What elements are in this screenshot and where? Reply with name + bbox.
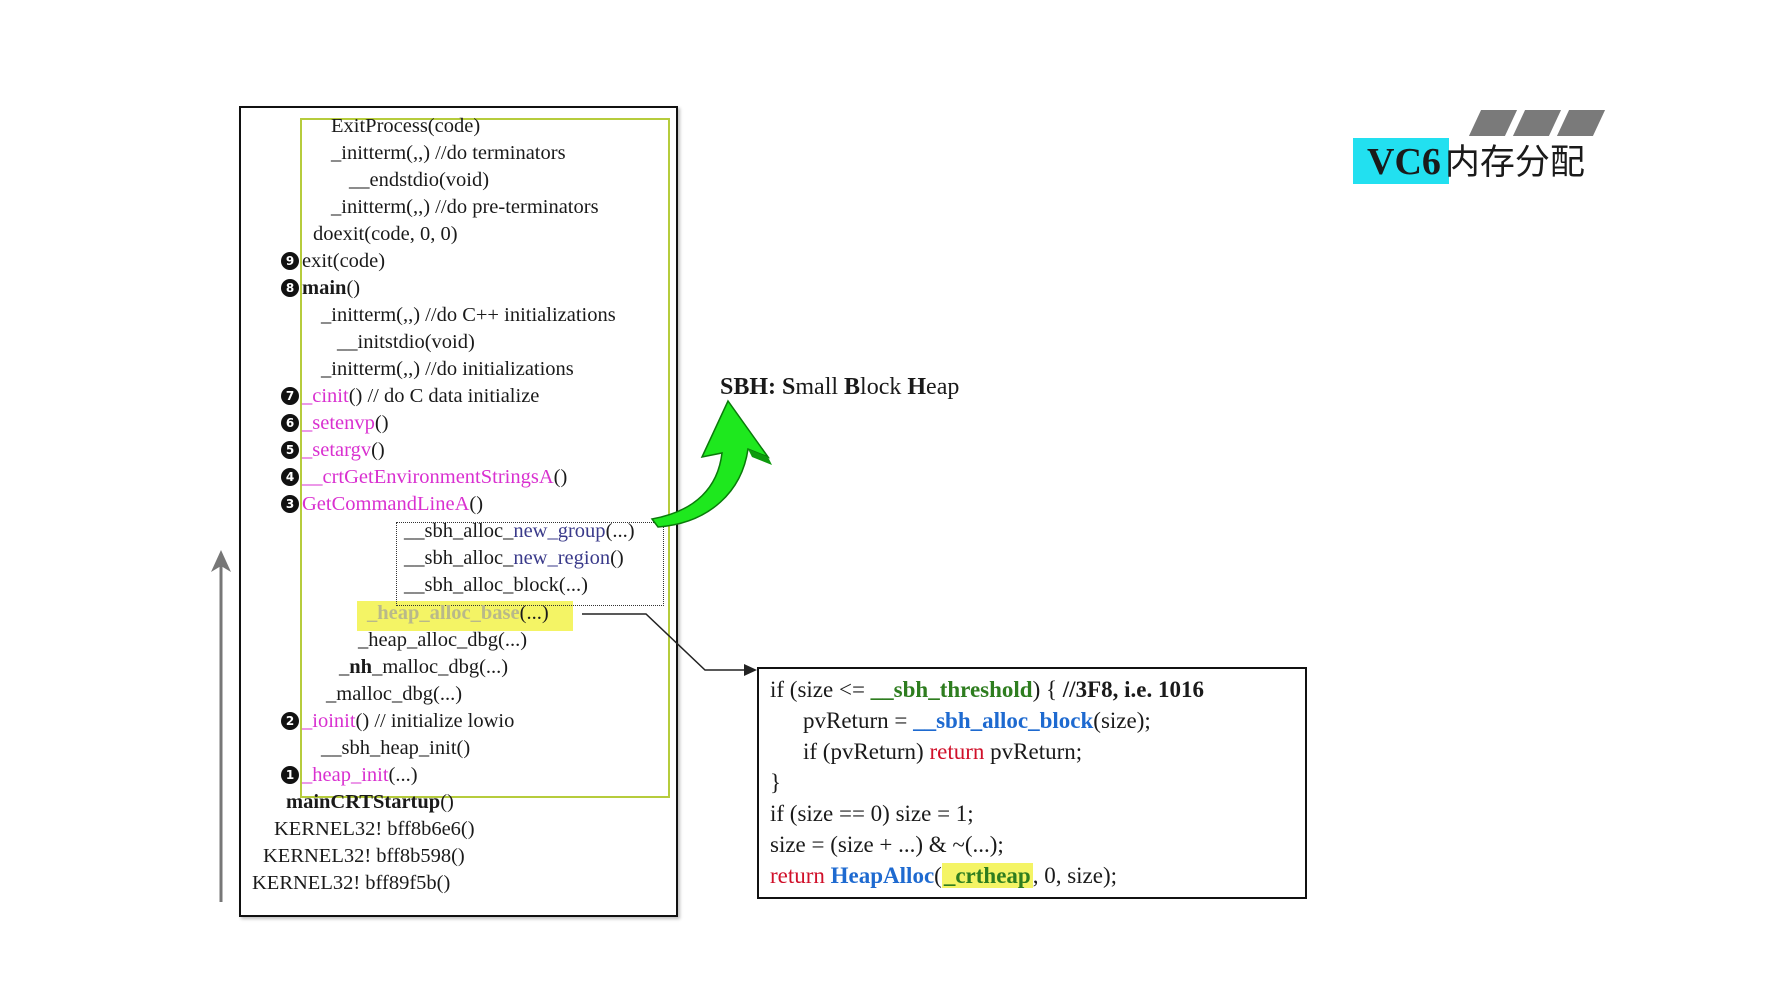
title-prefix: VC6 — [1367, 141, 1441, 183]
step-badge-5: 5 — [281, 441, 299, 459]
title-suffix: 内存分配 — [1444, 143, 1585, 183]
code-line: size = (size + ...) & ~(...); — [770, 832, 1004, 857]
call-stack-frame: exit(code) — [302, 250, 386, 272]
step-badge-2: 2 — [281, 712, 299, 730]
sbh-group-box — [396, 522, 664, 606]
call-stack-frame: _malloc_dbg(...) — [326, 683, 463, 705]
code-line: if (size == 0) size = 1; — [770, 801, 974, 826]
code-line: pvReturn = __sbh_alloc_block(size); — [803, 708, 1151, 733]
step-badge-4: 4 — [281, 468, 299, 486]
heap-alloc-base-highlight — [357, 601, 573, 631]
call-stack-frame: _initterm(,,) //do terminators — [331, 142, 566, 164]
code-line: } — [770, 770, 782, 795]
call-stack-frame: _nh_malloc_dbg(...) — [339, 656, 509, 678]
sbh-label: SBH: Small Block Heap — [720, 374, 960, 400]
call-stack-frame: __crtGetEnvironmentStringsA() — [302, 466, 568, 488]
green-curved-arrow — [650, 399, 772, 528]
call-stack-frame: __endstdio(void) — [349, 169, 490, 191]
code-line: if (pvReturn) return pvReturn; — [803, 739, 1083, 764]
call-stack-frame: KERNEL32! bff8b598() — [263, 845, 465, 867]
heap-alloc-base-code — [757, 667, 1307, 899]
call-stack-frame: _ioinit() // initialize lowio — [302, 710, 515, 732]
step-badge-6: 6 — [281, 414, 299, 432]
call-stack-frame: __initstdio(void) — [337, 331, 475, 353]
call-stack-frame: KERNEL32! bff8b6e6() — [274, 818, 475, 840]
call-stack-frame: GetCommandLineA() — [302, 493, 484, 515]
call-stack-frame: _setargv() — [302, 439, 385, 461]
call-stack-frame: _initterm(,,) //do pre-terminators — [331, 196, 599, 218]
code-line: return HeapAlloc(_crtheap, 0, size); — [770, 863, 1118, 888]
call-stack-frame: ExitProcess(code) — [331, 115, 481, 137]
stack-growth-arrow — [211, 550, 231, 902]
call-stack-frame: _initterm(,,) //do initializations — [321, 358, 574, 380]
step-badge-8: 8 — [281, 279, 299, 297]
call-stack-frame: _heap_alloc_base(...) — [367, 602, 549, 624]
step-badge-3: 3 — [281, 495, 299, 513]
call-stack-frame: _cinit() // do C data initialize — [302, 385, 540, 407]
call-stack-frame: KERNEL32! bff89f5b() — [252, 872, 451, 894]
call-stack-frame: main() — [302, 277, 361, 299]
call-stack-frame: _heap_alloc_dbg(...) — [358, 629, 528, 651]
call-stack-frame: _initterm(,,) //do C++ initializations — [321, 304, 616, 326]
runtime-scope-box — [300, 118, 670, 798]
call-stack-frame: __sbh_alloc_new_region() — [404, 547, 624, 569]
code-line: if (size <= __sbh_threshold) { //3F8, i.… — [770, 677, 1204, 702]
step-badge-9: 9 — [281, 252, 299, 270]
call-stack-frame: _heap_init(...) — [302, 764, 418, 786]
call-stack-frame: __sbh_alloc_block(...) — [404, 574, 588, 596]
step-badge-7: 7 — [281, 387, 299, 405]
call-stack-frame: doexit(code, 0, 0) — [313, 223, 458, 245]
call-stack-frame: _setenvp() — [302, 412, 389, 434]
call-stack-frame: __sbh_heap_init() — [321, 737, 471, 759]
call-stack-frame: __sbh_alloc_new_group(...) — [404, 520, 635, 542]
step-badge-1: 1 — [281, 766, 299, 784]
call-stack-frame: mainCRTStartup() — [286, 791, 454, 813]
title-accent — [1353, 138, 1449, 184]
